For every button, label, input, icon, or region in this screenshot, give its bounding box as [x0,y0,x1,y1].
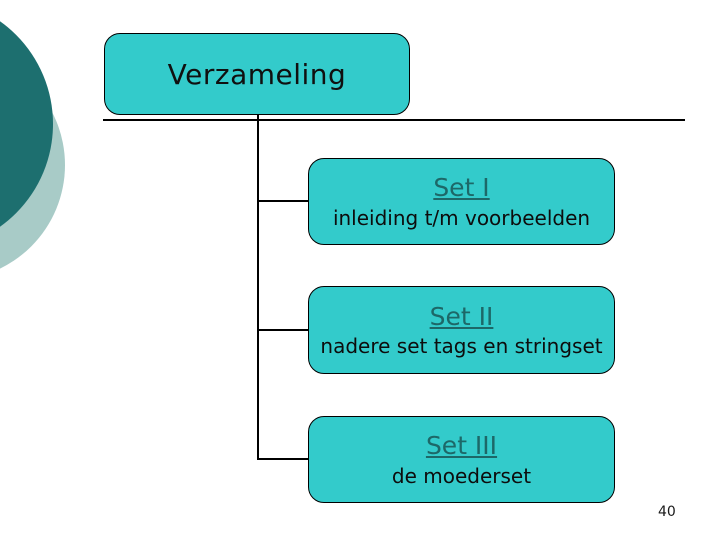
node-set3-link[interactable]: Set III [425,431,498,461]
node-set3-subtitle: de moederset [391,463,532,488]
title-divider-line [103,119,685,121]
title-box: Verzameling [104,33,410,115]
node-set2-subtitle: nadere set tags en stringset [320,334,603,359]
connector-branch-set2 [257,329,310,331]
node-set2-link[interactable]: Set II [429,301,494,331]
connector-branch-set1 [257,200,310,202]
node-set1-subtitle: inleiding t/m voorbeelden [332,205,591,230]
page-number: 40 [658,504,676,520]
node-set2[interactable]: Set II nadere set tags en stringset [308,286,615,374]
node-set1[interactable]: Set I inleiding t/m voorbeelden [308,158,615,245]
node-set3[interactable]: Set III de moederset [308,416,615,503]
connector-branch-set3 [257,458,310,460]
slide-title: Verzameling [167,57,347,91]
node-set1-link[interactable]: Set I [433,173,490,203]
connector-trunk-line [257,115,259,460]
